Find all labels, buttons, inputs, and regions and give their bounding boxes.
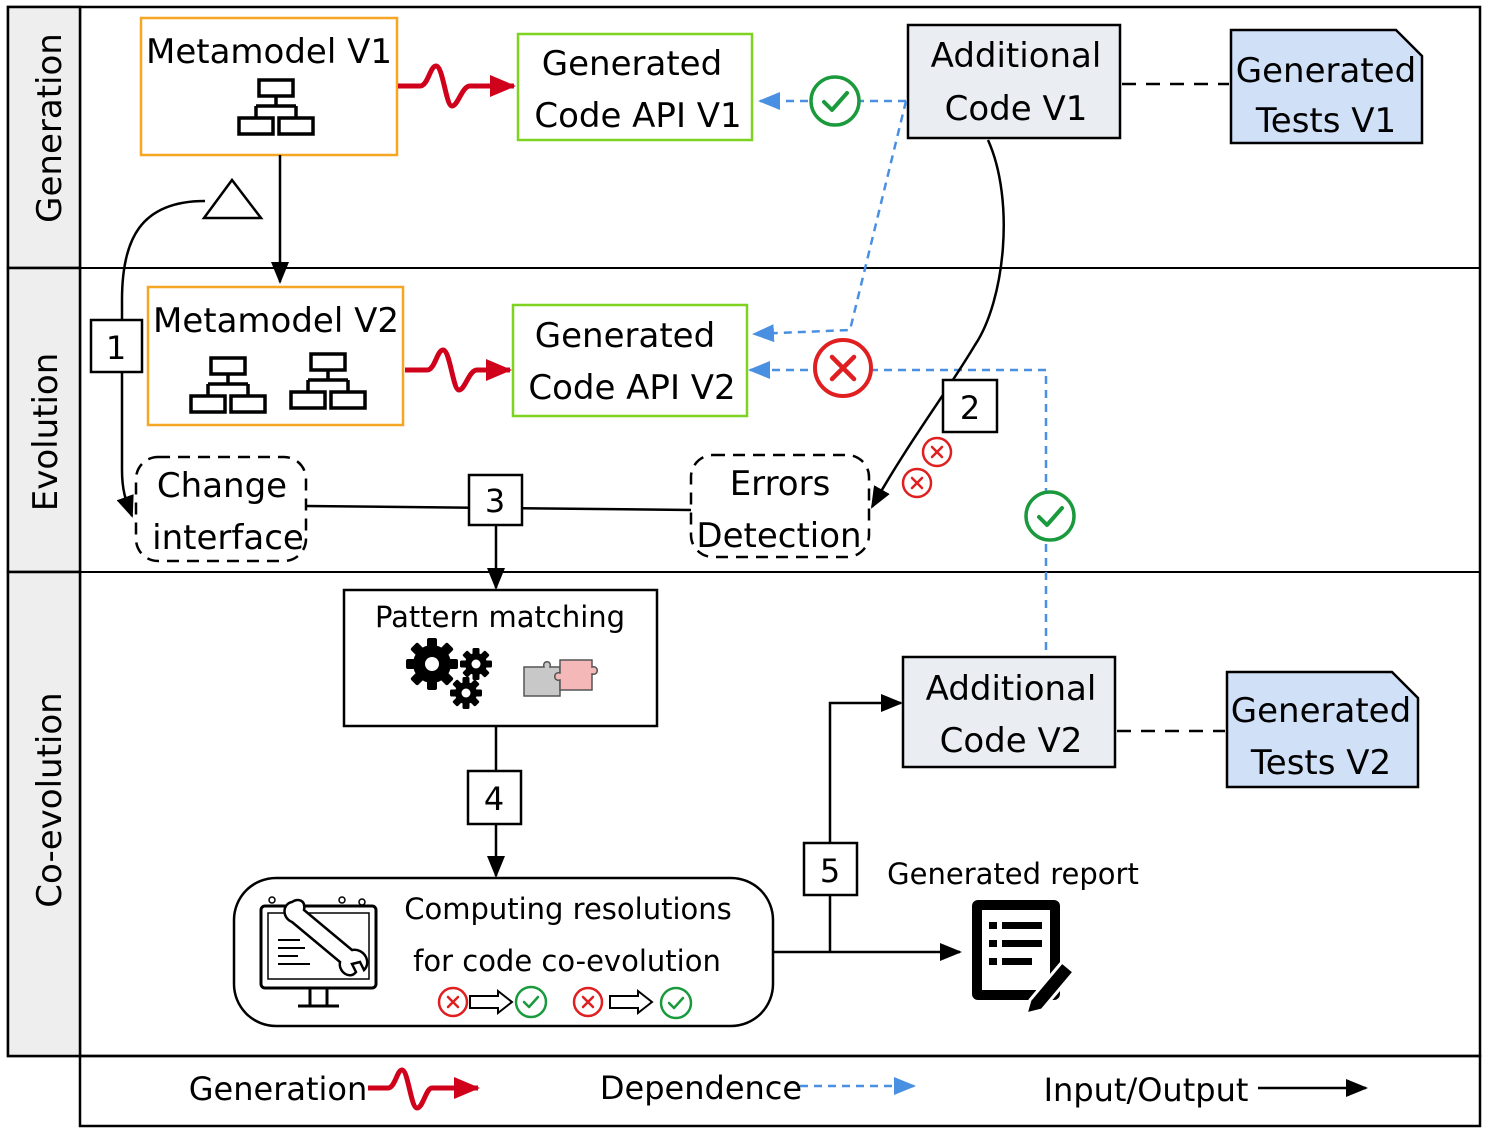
additional-code-v2-box: Additional Code V2 bbox=[901, 655, 1117, 769]
legend-generation-arrow bbox=[368, 1067, 480, 1111]
legend-dependence-label: Dependence bbox=[600, 1069, 802, 1107]
puzzle-icon bbox=[523, 659, 598, 697]
step-3-badge: 3 bbox=[467, 473, 524, 527]
inheritance-triangle-icon bbox=[201, 177, 264, 220]
step-5-badge: 5 bbox=[802, 841, 859, 897]
check-icon bbox=[514, 985, 548, 1019]
generated-tests-v1-line1: Generated bbox=[1236, 51, 1416, 91]
gear-icon bbox=[450, 677, 482, 709]
change-interface-line2: interface bbox=[152, 518, 304, 558]
step-5-number: 5 bbox=[820, 852, 840, 890]
generated-tests-v1-line2: Tests V1 bbox=[1255, 101, 1396, 141]
report-icon bbox=[972, 900, 1077, 1017]
additional-code-v1-line2: Code V1 bbox=[945, 89, 1088, 129]
step-2-number: 2 bbox=[960, 389, 980, 427]
generation-arrow bbox=[398, 63, 516, 109]
step-3-number: 3 bbox=[485, 482, 505, 520]
resolution-pair-2 bbox=[572, 986, 693, 1020]
check-icon bbox=[659, 986, 693, 1020]
legend: Generation Dependence Input/Output bbox=[189, 1067, 1368, 1111]
check-icon bbox=[809, 75, 861, 127]
generated-code-api-v1-line2: Code API V1 bbox=[534, 96, 741, 136]
resolution-pair-1 bbox=[437, 985, 548, 1019]
generated-report-label: Generated report bbox=[887, 857, 1139, 891]
metamodel-v1-box: Metamodel V1 bbox=[139, 16, 399, 157]
errors-detection-line1: Errors bbox=[730, 464, 831, 504]
generated-tests-v2-box: Generated Tests V2 bbox=[1225, 670, 1420, 789]
dependence-arrow bbox=[752, 100, 908, 343]
gear-icon bbox=[460, 648, 492, 680]
generated-tests-v1-box: Generated Tests V1 bbox=[1229, 28, 1424, 145]
legend-generation-label: Generation bbox=[189, 1070, 368, 1108]
cross-icon bbox=[921, 436, 953, 468]
computing-resolutions-line2: for code co-evolution bbox=[413, 944, 721, 978]
cross-icon bbox=[901, 467, 933, 499]
swimlane-frame bbox=[6, 5, 1482, 1128]
generated-tests-v2-line2: Tests V2 bbox=[1250, 743, 1391, 783]
generated-tests-v2-line1: Generated bbox=[1231, 691, 1411, 731]
errors-detection-line2: Detection bbox=[696, 516, 861, 556]
io-arrow bbox=[116, 199, 206, 518]
hollow-arrow-icon bbox=[609, 988, 654, 1016]
metamodel-v1-label: Metamodel V1 bbox=[146, 32, 392, 72]
pattern-matching-box: Pattern matching bbox=[342, 588, 659, 728]
generated-code-api-v2-line1: Generated bbox=[535, 316, 715, 356]
step-1-number: 1 bbox=[106, 329, 126, 367]
step-2-badge: 2 bbox=[941, 378, 999, 434]
cross-icon bbox=[813, 338, 873, 398]
metamodel-v2-box: Metamodel V2 bbox=[146, 285, 405, 427]
generation-arrow bbox=[405, 347, 512, 393]
io-arrow bbox=[870, 139, 1005, 509]
additional-code-v2-line2: Code V2 bbox=[940, 721, 1083, 761]
computing-resolutions-box: Computing resolutions for code co-evolut… bbox=[232, 876, 775, 1028]
step-1-badge: 1 bbox=[89, 318, 144, 374]
cross-icon bbox=[572, 986, 604, 1018]
hollow-arrow-icon bbox=[469, 988, 514, 1016]
check-icon bbox=[1024, 490, 1076, 542]
additional-code-v1-box: Additional Code V1 bbox=[906, 23, 1122, 140]
generated-code-api-v1-box: Generated Code API V1 bbox=[516, 32, 754, 142]
change-interface-line1: Change bbox=[157, 466, 287, 506]
generated-code-api-v2-line2: Code API V2 bbox=[528, 368, 735, 408]
lane-coevolution-label: Co-evolution bbox=[30, 692, 70, 907]
lane-evolution-label: Evolution bbox=[26, 353, 66, 512]
monitor-wrench-icon bbox=[259, 896, 378, 1008]
generated-code-api-v1-line1: Generated bbox=[542, 44, 722, 84]
step-4-number: 4 bbox=[484, 780, 504, 818]
additional-code-v2-line1: Additional bbox=[926, 669, 1097, 709]
lane-generation-label: Generation bbox=[30, 33, 70, 223]
pattern-matching-label: Pattern matching bbox=[375, 600, 625, 634]
metamodel-v2-label: Metamodel V2 bbox=[153, 301, 399, 341]
io-arrow bbox=[828, 694, 903, 952]
gear-icon bbox=[406, 638, 458, 690]
errors-detection-box: Errors Detection bbox=[689, 453, 871, 559]
change-interface-box: Change interface bbox=[134, 455, 308, 563]
generated-code-api-v2-box: Generated Code API V2 bbox=[511, 303, 749, 418]
legend-io-label: Input/Output bbox=[1044, 1071, 1249, 1109]
additional-code-v1-line1: Additional bbox=[931, 36, 1102, 76]
cross-icon bbox=[437, 986, 469, 1018]
step-4-badge: 4 bbox=[466, 769, 523, 826]
computing-resolutions-line1: Computing resolutions bbox=[404, 892, 732, 926]
